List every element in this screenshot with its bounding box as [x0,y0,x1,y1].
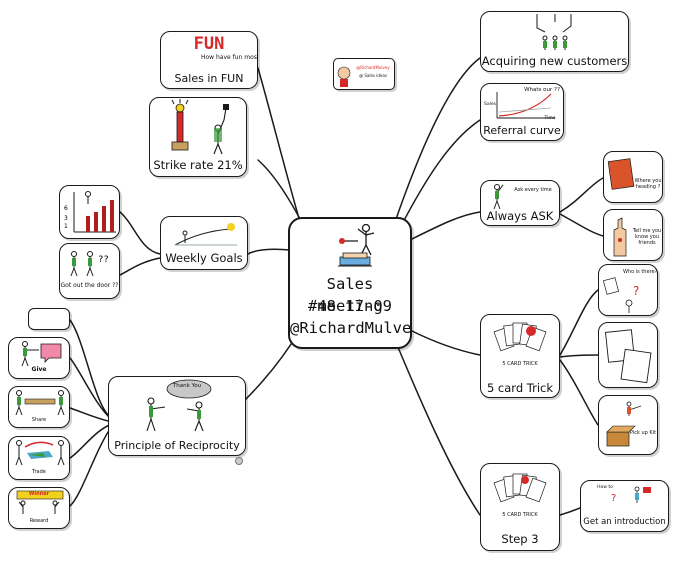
strength-tester-icon [171,99,229,155]
reward-banner: Winner [28,491,50,497]
referral-curve-icon [496,92,555,119]
ask-hand-caption: Tell me you know you friends [632,228,662,246]
author-badge[interactable]: @RichardMulvey @ Sales ideas [333,58,395,90]
node-goals-question[interactable]: ?? Got out the door ?? [59,243,120,299]
step-3-label: Step 3 [501,532,539,546]
acquiring-label: Acquiring new customers [481,54,628,68]
reward-label: Reward [29,518,49,524]
badge-line-1: @RichardMulvey [356,65,390,70]
question-card-icon: ? [602,277,639,313]
node-reciprocity-blank[interactable] [28,308,70,330]
node-principle-of-reciprocity[interactable]: Thank You Principle of Reciprocity [108,376,246,456]
5-card-trick-cards-caption: 5 CARD TRICK [502,361,538,367]
node-reciprocity-share[interactable]: Share [8,386,70,428]
introduction-label: Get an introduction [583,517,666,527]
node-reciprocity-reward[interactable]: Winner Reward [8,487,70,529]
share-icon [15,390,65,416]
meeting-icon [338,223,375,267]
node-referral-curve[interactable]: Whats our ?? Sales Time Referral curve [480,83,564,141]
goals-question-caption: Got out the door ?? [60,282,119,289]
reward-icon [16,490,64,514]
step3-cards-caption: 5 CARD TRICK [502,512,538,518]
ask-book-caption: Where you heading ? [634,178,662,190]
node-ask-hand[interactable]: Tell me you know you friends [603,209,663,261]
weekly-goals-label: Weekly Goals [165,251,243,265]
trick-question-caption: Who is there? [623,269,658,275]
fun-caption: How have fun most work? [201,54,258,61]
give-label: Give [31,366,47,373]
node-5-card-trick[interactable]: 5 CARD TRICK 5 card Trick [480,314,560,398]
node-strike-rate[interactable]: Strike rate 21% [149,97,247,177]
node-sales-in-fun[interactable]: FUN How have fun most work? Sales in FUN [160,31,258,89]
node-trick-question[interactable]: ? Who is there? [598,264,658,316]
node-trick-box[interactable]: Pick up Kit [598,395,658,455]
svg-text:?: ? [611,493,616,504]
svg-text:1: 1 [64,223,68,230]
ask-person-icon [493,184,504,210]
node-ask-book[interactable]: Where you heading ? [603,151,663,203]
referral-label: Referral curve [483,124,561,137]
step3-cards-icon [493,473,547,503]
hand-icon [613,217,627,257]
node-goals-chart[interactable]: 6 3 1 [59,185,120,239]
central-title-line-2: #48 17-09 [308,297,392,315]
bar-chart-icon: 6 3 1 [64,191,116,233]
give-icon [21,341,62,367]
author-avatar-icon [337,66,351,87]
node-reciprocity-trade[interactable]: Trade [8,436,70,480]
reciprocity-label: Principle of Reciprocity [114,439,240,452]
node-acquiring-new-customers[interactable]: Acquiring new customers [480,11,629,72]
5-card-trick-label: 5 card Trick [486,381,554,395]
node-trick-cards[interactable] [598,322,658,388]
fun-title: FUN [193,34,225,54]
always-ask-label: Always ASK [486,209,554,223]
share-label: Share [31,417,47,423]
svg-text:6: 6 [64,205,68,212]
hill-sun-icon [174,223,237,246]
referral-ylabel: Sales [484,102,496,107]
customers-icon [536,14,572,50]
box-icon [606,401,642,447]
node-collapse-handle[interactable] [235,457,243,465]
svg-text:3: 3 [64,215,68,222]
trade-icon [15,440,65,466]
strike-rate-label: Strike rate 21% [153,158,243,172]
always-ask-note: Ask every time [514,187,552,193]
trick-box-caption: Pick up Kit [629,430,657,436]
node-always-ask[interactable]: Ask every time Always ASK [480,180,560,226]
people-question-icon: ?? [70,251,109,277]
svg-text:?: ? [633,284,639,298]
trade-label: Trade [32,469,46,475]
central-title-line-1: Sales meeting [317,275,383,315]
node-reciprocity-give[interactable]: Give [8,337,70,379]
badge-line-2: @ Sales ideas [359,73,387,78]
introduction-icon: ? [611,486,651,504]
node-get-an-introduction[interactable]: ? How to Get an introduction [580,480,669,532]
svg-text:??: ?? [98,255,109,265]
referral-note: Whats our ?? [524,87,560,93]
node-step-3[interactable]: 5 CARD TRICK Step 3 [480,463,560,551]
sales-in-fun-label: Sales in FUN [174,72,244,85]
central-topic[interactable]: Sales meeting #48 17-09 @RichardMulvey [288,217,412,349]
cards-stack-icon [605,329,652,384]
thank-you-bubble: Thank You [172,383,202,389]
node-weekly-goals[interactable]: Weekly Goals [160,216,248,270]
referral-xlabel: Time [544,116,556,121]
central-title-line-3: @RichardMulvey [290,319,412,337]
book-icon [607,158,635,190]
thank-you-icon [146,379,212,432]
playing-cards-icon [493,322,547,352]
introduction-caption: How to [597,485,613,490]
